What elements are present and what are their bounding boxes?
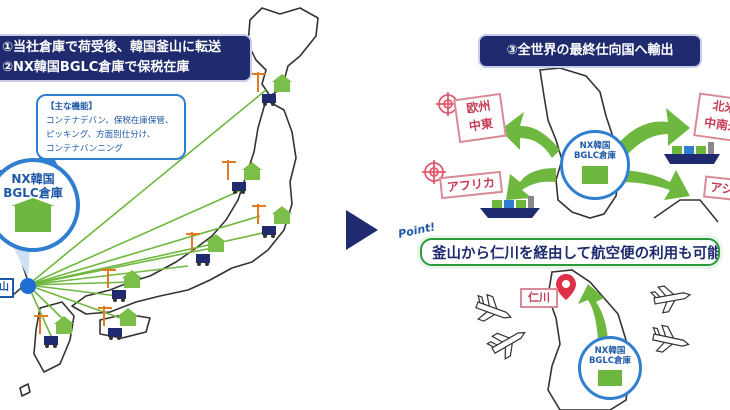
functions-title: 【主な機能】 [46,102,98,112]
arrow-northamerica-icon [616,108,690,156]
process-arrow-icon [346,210,378,250]
arrow-europe-icon [500,112,560,158]
port-icon [252,204,292,238]
port-icon [102,268,142,302]
japan-coast-right [653,199,719,223]
function-item: コンテナバンニング [46,144,123,154]
destination-northamerica: 北米 中南米 [693,92,730,144]
airplane-icon [485,331,526,360]
hub-warehouse-right-top: NX韓国 BGLC倉庫 [560,130,630,200]
warehouse-icon [582,166,608,184]
port-icon [186,232,226,266]
destination-europe: 欧州 中東 [453,92,507,144]
port-icon [252,72,292,106]
warehouse-icon [598,370,622,386]
busan-dot [20,278,36,294]
function-item: ピッキング、方面別仕分け、 [46,130,156,140]
export-arrows [500,108,690,200]
functions-box: 【主な機能】 コンテナデバン、保税在庫保管、 ピッキング、方面別仕分け、 コンテ… [36,94,186,160]
arrow-to-incheon-icon [578,284,608,340]
hub-pointer [14,248,30,278]
warehouse-icon [11,198,55,232]
hub-line1: NX韓国 [11,172,55,186]
container-ship-icon [480,196,540,218]
function-item: コンテナデバン、保税在庫保管、 [46,116,174,126]
hub-warehouse-left: NX韓国 BGLC倉庫 [0,158,80,252]
airplane-icon [649,285,692,314]
step1-label: ①当社倉庫で荷受後、韓国釜山に転送 [2,40,222,55]
air-route-note: 釜山から仁川を経由して航空便の利用も可能 [420,238,720,266]
steps-1-2-box: ①当社倉庫で荷受後、韓国釜山に転送 ②NX韓国BGLC倉庫で保税在庫 [0,34,252,82]
airplane-icons [475,285,692,360]
destination-na-line2: 中南米 [703,115,730,135]
port-icons-japan [34,72,292,348]
step3-box: ③全世界の最終仕向国へ輸出 [478,34,702,68]
step2-label: ②NX韓国BGLC倉庫で保税在庫 [2,60,190,75]
port-icon [34,314,74,348]
port-icon [98,306,138,340]
hub-warehouse-right-bottom: NX韓国 BGLC倉庫 [578,336,642,400]
busan-label-stub: 山 [0,278,14,298]
hub-line2: BGLC倉庫 [3,186,63,200]
port-icon [222,160,262,194]
arrow-asia-icon [616,170,690,200]
location-pin-icon [556,274,576,300]
airplane-icon [652,324,690,353]
arrow-africa-icon [506,168,556,200]
container-ship-icon [664,142,720,164]
incheon-label: 仁川 [520,288,558,308]
target-icon [422,160,446,184]
step3-label: ③全世界の最終仕向国へ輸出 [506,43,674,58]
airplane-icon [475,293,513,322]
